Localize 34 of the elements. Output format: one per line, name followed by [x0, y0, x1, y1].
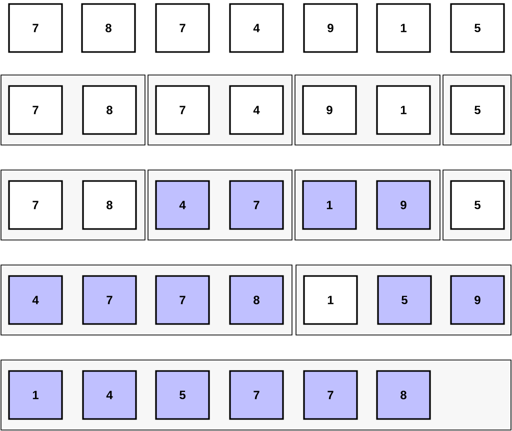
number-box: 7	[155, 3, 210, 53]
number-box: 7	[82, 275, 137, 325]
number-box: 4	[8, 275, 63, 325]
number-box: 8	[81, 3, 136, 53]
number-box: 7	[8, 85, 63, 135]
number-box: 4	[229, 85, 284, 135]
number-box: 1	[376, 85, 431, 135]
number-box: 7	[155, 85, 210, 135]
number-box: 5	[450, 85, 505, 135]
number-box: 7	[229, 180, 284, 230]
number-box: 4	[229, 3, 284, 53]
number-box: 8	[82, 85, 137, 135]
number-box: 7	[155, 275, 210, 325]
number-box: 4	[155, 180, 210, 230]
number-box: 4	[82, 370, 137, 420]
number-box: 7	[8, 180, 63, 230]
number-box: 9	[303, 3, 358, 53]
number-box: 5	[450, 180, 505, 230]
number-box: 9	[302, 85, 357, 135]
number-box: 8	[229, 275, 284, 325]
number-box: 1	[302, 180, 357, 230]
number-box: 7	[8, 3, 63, 53]
number-box: 5	[377, 275, 432, 325]
number-box: 9	[376, 180, 431, 230]
number-box: 5	[155, 370, 210, 420]
number-box: 7	[303, 370, 358, 420]
number-box: 7	[229, 370, 284, 420]
number-box: 5	[450, 3, 505, 53]
number-box: 1	[303, 275, 358, 325]
number-box: 8	[376, 370, 431, 420]
number-box: 1	[8, 370, 63, 420]
number-box: 1	[376, 3, 431, 53]
number-box: 9	[450, 275, 505, 325]
number-box: 8	[82, 180, 137, 230]
